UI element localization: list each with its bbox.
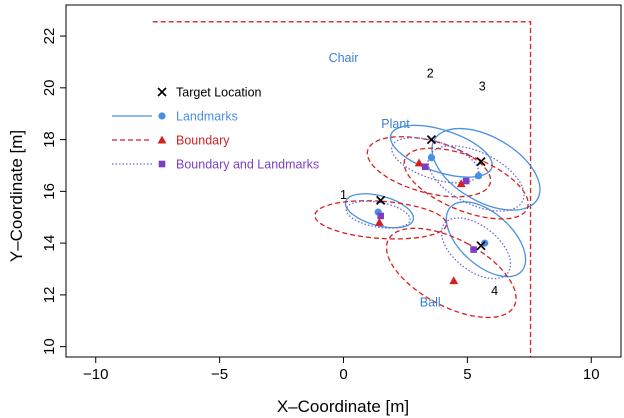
- legend-item-4: Boundary and Landmarks: [112, 158, 319, 172]
- ellipse-boundary-and-landmarks-2: [391, 137, 480, 184]
- y-axis-label: Y–Coordinate [m]: [7, 130, 26, 262]
- target-label-2: 2: [427, 66, 434, 80]
- legend-label-2: Landmarks: [176, 110, 238, 124]
- target-label-1: 1: [340, 188, 347, 202]
- target-marker-4-stroke-b: [476, 241, 486, 251]
- point-boundary-4: [449, 276, 459, 285]
- x-tick-label-2: 0: [339, 366, 347, 383]
- y-tick-label-0: 10: [41, 338, 58, 355]
- target-marker-2-stroke-b: [426, 134, 437, 145]
- y-tick-label-4: 18: [41, 131, 58, 148]
- target-marker-3-stroke-b: [476, 156, 486, 167]
- point-boundary-2: [414, 158, 424, 167]
- target-marker-4: [476, 241, 486, 251]
- ellipse-boundary-and-landmarks-1: [345, 200, 411, 229]
- target-marker-3: [476, 156, 486, 167]
- ellipse-boundary-1: [314, 200, 448, 240]
- point-boundary-3: [456, 179, 466, 188]
- target-label-3: 3: [479, 79, 486, 93]
- legend-marker-2: [158, 112, 166, 120]
- legend-item-1: Target Location: [157, 86, 262, 100]
- ellipse-boundary-and-landmarks-4: [440, 217, 512, 280]
- x-tick-label-4: 10: [583, 366, 600, 383]
- legend-marker-1: [157, 87, 167, 97]
- target-marker-1-stroke-b: [376, 195, 386, 206]
- x-axis-label: X–Coordinate [m]: [277, 397, 409, 416]
- legend-label-1: Target Location: [176, 86, 262, 100]
- y-tick-label-3: 16: [41, 183, 58, 200]
- y-tick-label-2: 14: [41, 235, 58, 252]
- target-marker-1: [376, 195, 386, 206]
- point-boundary-and-landmarks-4: [470, 246, 477, 253]
- point-landmarks-3: [474, 172, 483, 180]
- x-tick-label-3: 5: [463, 366, 471, 383]
- target-label-4: 4: [491, 284, 498, 298]
- point-boundary-and-landmarks-3: [462, 177, 470, 185]
- point-boundary-and-landmarks-2: [421, 163, 429, 171]
- legend-item-2: Landmarks: [112, 110, 238, 124]
- ellipse-landmarks-4: [445, 201, 527, 278]
- target-marker-2: [426, 134, 437, 145]
- x-tick-label-0: −10: [83, 366, 108, 383]
- boundary-wall: [152, 21, 532, 357]
- legend-item-3: Boundary: [112, 134, 230, 148]
- legend-label-3: Boundary: [176, 134, 230, 148]
- x-tick-label-1: −5: [211, 366, 228, 383]
- ellipse-landmarks-3: [431, 127, 541, 211]
- point-landmarks-2: [427, 154, 436, 162]
- legend-marker-4: [158, 160, 166, 168]
- point-boundary-and-landmarks-1: [377, 212, 384, 220]
- landmark-label-plant: Plant: [381, 117, 410, 131]
- legend-label-4: Boundary and Landmarks: [176, 158, 319, 172]
- y-tick-label-6: 22: [41, 28, 58, 45]
- ellipse-boundary-3: [403, 147, 529, 220]
- legend-marker-3: [157, 135, 167, 144]
- legend-marker-1-stroke-b: [157, 87, 167, 97]
- legend: Target LocationLandmarksBoundaryBoundary…: [112, 86, 319, 172]
- landmark-label-ball: Ball: [420, 296, 441, 310]
- y-tick-label-1: 12: [41, 287, 58, 304]
- point-boundary-1: [375, 218, 384, 226]
- ellipse-boundary-and-landmarks-3: [427, 145, 525, 212]
- ellipse-landmarks-2: [389, 124, 493, 178]
- landmark-label-chair: Chair: [329, 51, 359, 65]
- ellipse-boundary-4: [385, 227, 517, 319]
- y-tick-label-5: 20: [41, 79, 58, 96]
